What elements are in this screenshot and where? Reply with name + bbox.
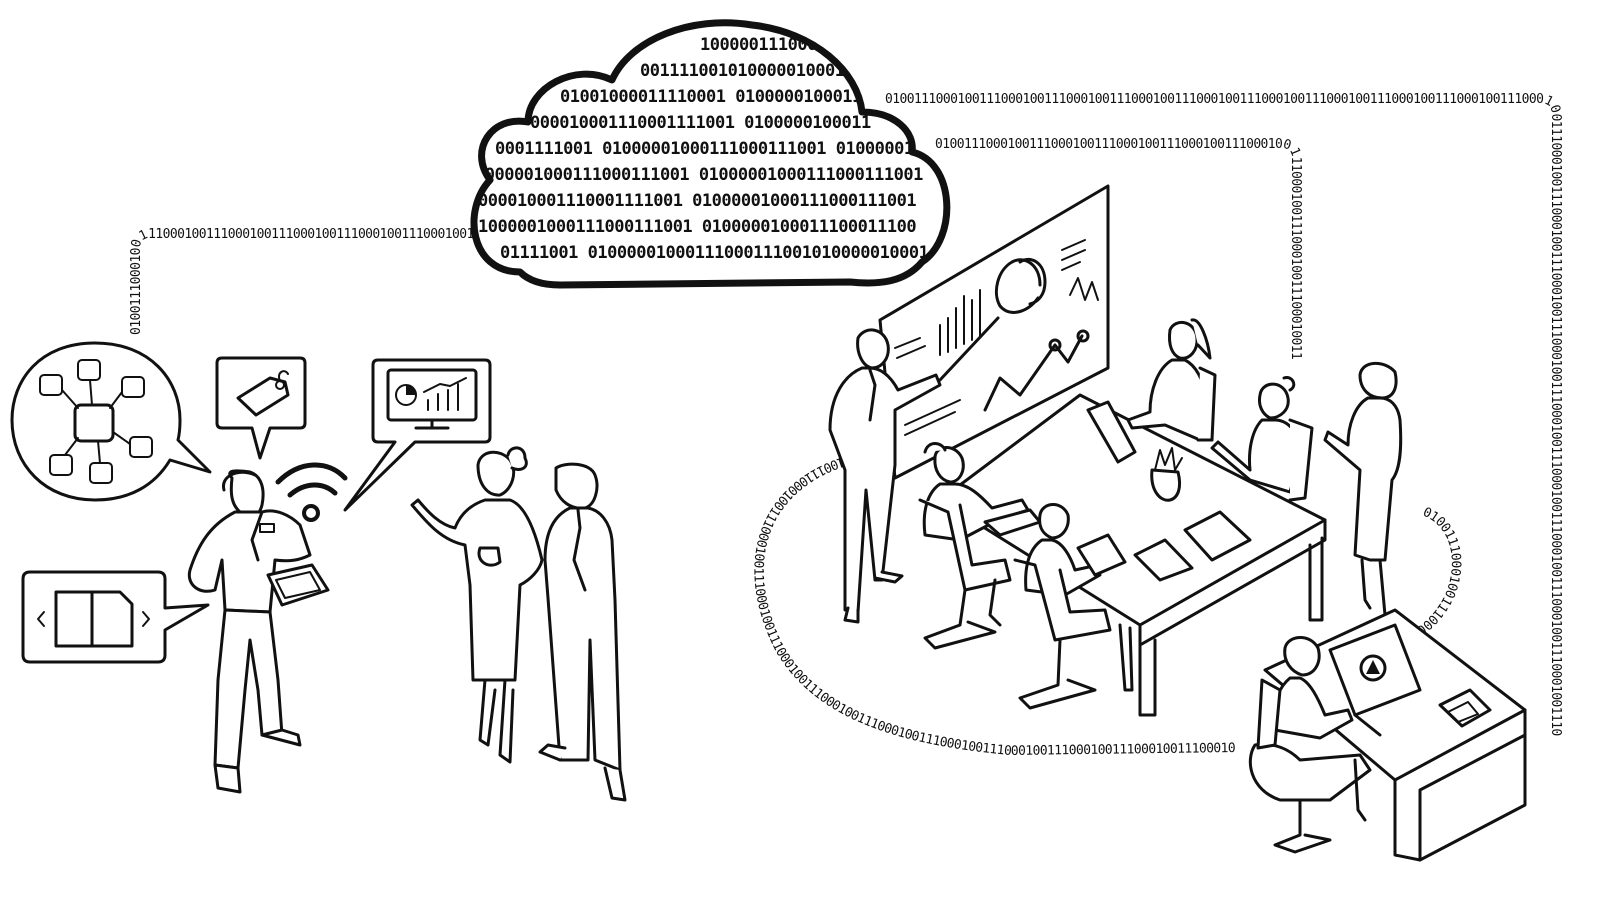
price-tag-icon: [236, 370, 290, 417]
cloud-binary-row: 000010001110001111001 010000010001110001…: [478, 191, 916, 211]
person-man-with-tablet: [187, 469, 330, 794]
conference-table: [938, 393, 1327, 717]
person-presenter: [828, 316, 1000, 624]
person-woman-at-computer: [1248, 636, 1372, 854]
person-woman-standing-tablet: [1323, 361, 1403, 622]
cloud-icon: 1000001110001110001 00111100101000001000…: [470, 19, 951, 289]
person-man-in-suit: [538, 462, 627, 802]
warning-icon: [1359, 654, 1387, 682]
cloud-binary-row: 01111001 0100000100011100011100101000001…: [500, 243, 929, 263]
presentation-screen: [878, 184, 1110, 480]
cloud-binary-row: 1000001110001110001: [700, 35, 885, 55]
binary-stream-left: 0100111000100111000100111000100111000100…: [0, 0, 503, 335]
network-diagram-icon: [39, 359, 153, 484]
monitor-chart-icon: [386, 368, 478, 430]
person-woman-in-chair: [918, 442, 1042, 650]
cloud-binary-row: 000010001110001111001 0100000100011: [530, 113, 871, 133]
board-chart-icon: [894, 239, 1099, 436]
cloud-binary-row: 1000001000111000111001 01000001000111000…: [475, 165, 923, 185]
network-diagram-bubble: [10, 341, 212, 502]
person-woman-seated: [1210, 376, 1314, 502]
person-man-in-chair: [1013, 503, 1127, 710]
monitor-chart-bubble: [343, 358, 492, 512]
cloud-binary-row: 0001111001 01000001000111000111001 01000…: [495, 139, 933, 159]
person-woman-at-laptop: [1126, 318, 1217, 442]
wifi-icon: [275, 462, 348, 522]
cloud-binary-row: 1000001000111000111001 01000001000111000…: [478, 217, 916, 237]
price-tag-bubble: [215, 356, 307, 460]
person-woman-with-cup: [410, 446, 544, 764]
office-desk: [1263, 608, 1527, 862]
document-pages-icon: [37, 590, 150, 648]
document-bubble: [21, 570, 210, 664]
cloud-binary-row: 01001000011110001 01000001000111: [560, 87, 872, 107]
cloud-binary-row: 00111100101000001000111: [640, 61, 864, 81]
